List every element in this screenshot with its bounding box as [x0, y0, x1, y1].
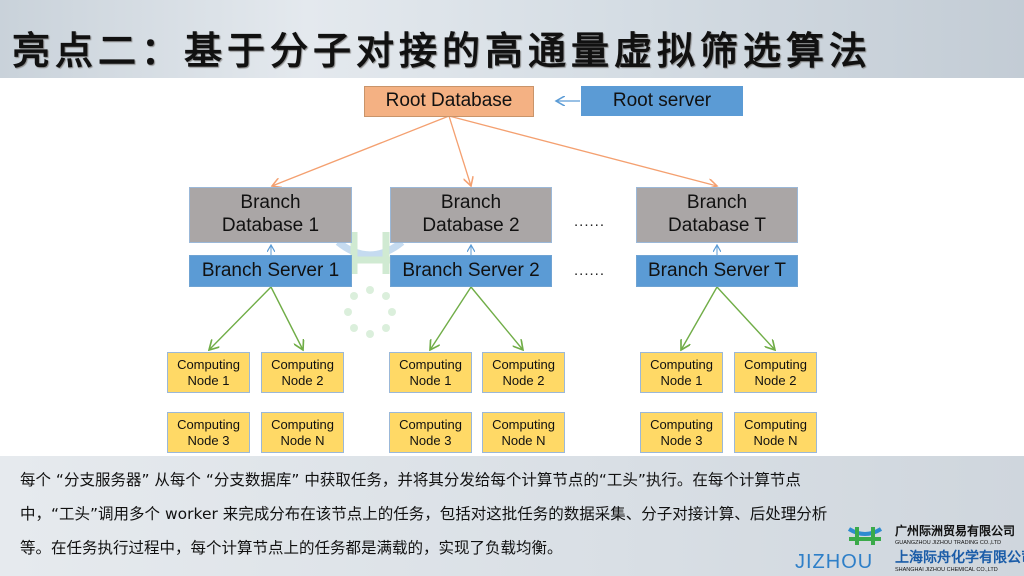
- label: Computing: [177, 416, 240, 432]
- connector-arrows: [0, 0, 1024, 460]
- label: Branch: [686, 192, 748, 214]
- label: Computing: [492, 416, 555, 432]
- server-to-db-arrows: [271, 245, 717, 255]
- label: Computing: [271, 416, 334, 432]
- arrow-root-branchT: [448, 115, 717, 186]
- label: Node 1: [187, 372, 230, 388]
- branch-server-1: Branch Server 1: [189, 255, 352, 287]
- logo-en2: SHANGHAI JIZHOU CHEMICAL CO.,LTD: [895, 567, 998, 573]
- logo-en1: GUANGZHOU JIZHOU TRADING CO.,LTD: [895, 540, 1002, 546]
- description-line-3: 等。在任务执行过程中，每个计算节点上的任务都是满载的，实现了负载均衡。: [20, 539, 563, 557]
- label: Computing: [399, 416, 462, 432]
- label: Node 3: [660, 432, 703, 448]
- label: Node 2: [502, 372, 545, 388]
- description-line-1: 每个 “分支服务器” 从每个 “分支数据库” 中获取任务，并将其分发给每个计算节…: [20, 471, 801, 489]
- branch-server-t: Branch Server T: [636, 255, 798, 287]
- label: Computing: [492, 356, 555, 372]
- label: Computing: [271, 356, 334, 372]
- label: Node 3: [409, 432, 452, 448]
- label: Node N: [280, 432, 325, 448]
- arrow-root-branch2: [448, 115, 471, 186]
- logo-cn1: 广州际洲贸易有限公司: [895, 524, 1016, 538]
- slide-title: 亮点二：基于分子对接的高通量虚拟筛选算法: [12, 29, 873, 73]
- label: Database T: [668, 215, 766, 236]
- label: Node 3: [187, 432, 230, 448]
- description-panel: 每个 “分支服务器” 从每个 “分支数据库” 中获取任务，并将其分发给每个计算节…: [0, 456, 1024, 576]
- label: Computing: [650, 416, 713, 432]
- description-line-2: 中，“工头”调用多个 worker 来完成分布在该节点上的任务，包括对这批任务的…: [20, 505, 828, 523]
- branch-server-2: Branch Server 2: [390, 255, 552, 287]
- label: Node N: [501, 432, 546, 448]
- label: Branch: [440, 192, 502, 214]
- label: Computing: [177, 356, 240, 372]
- logo-cn2: 上海际舟化学有限公司: [895, 549, 1024, 565]
- label: Node 2: [281, 372, 324, 388]
- logo-brand: JIZHOU: [795, 551, 874, 573]
- label: Computing: [399, 356, 462, 372]
- root-database: Root Database: [364, 86, 534, 117]
- arrow-root-branch1: [272, 115, 450, 186]
- label: Database 2: [422, 215, 520, 236]
- label: Computing: [744, 356, 807, 372]
- ellipsis-db: ......: [574, 213, 606, 230]
- label: Node 1: [409, 372, 452, 388]
- label: Node N: [753, 432, 798, 448]
- label: Node 2: [754, 372, 797, 388]
- label: Computing: [650, 356, 713, 372]
- label: Computing: [744, 416, 807, 432]
- company-logo: JIZHOU 广州际洲贸易有限公司 GUANGZHOU JIZHOU TRADI…: [795, 524, 1024, 575]
- label: Branch: [240, 192, 301, 214]
- logo-mark-icon: [847, 527, 883, 545]
- label: Node 1: [660, 372, 703, 388]
- ellipsis-server: ......: [574, 262, 606, 279]
- label: Database 1: [221, 215, 320, 236]
- title-bar: 亮点二：基于分子对接的高通量虚拟筛选算法: [0, 0, 1024, 78]
- server-to-node-arrows: [209, 286, 775, 350]
- root-server: Root server: [581, 86, 743, 116]
